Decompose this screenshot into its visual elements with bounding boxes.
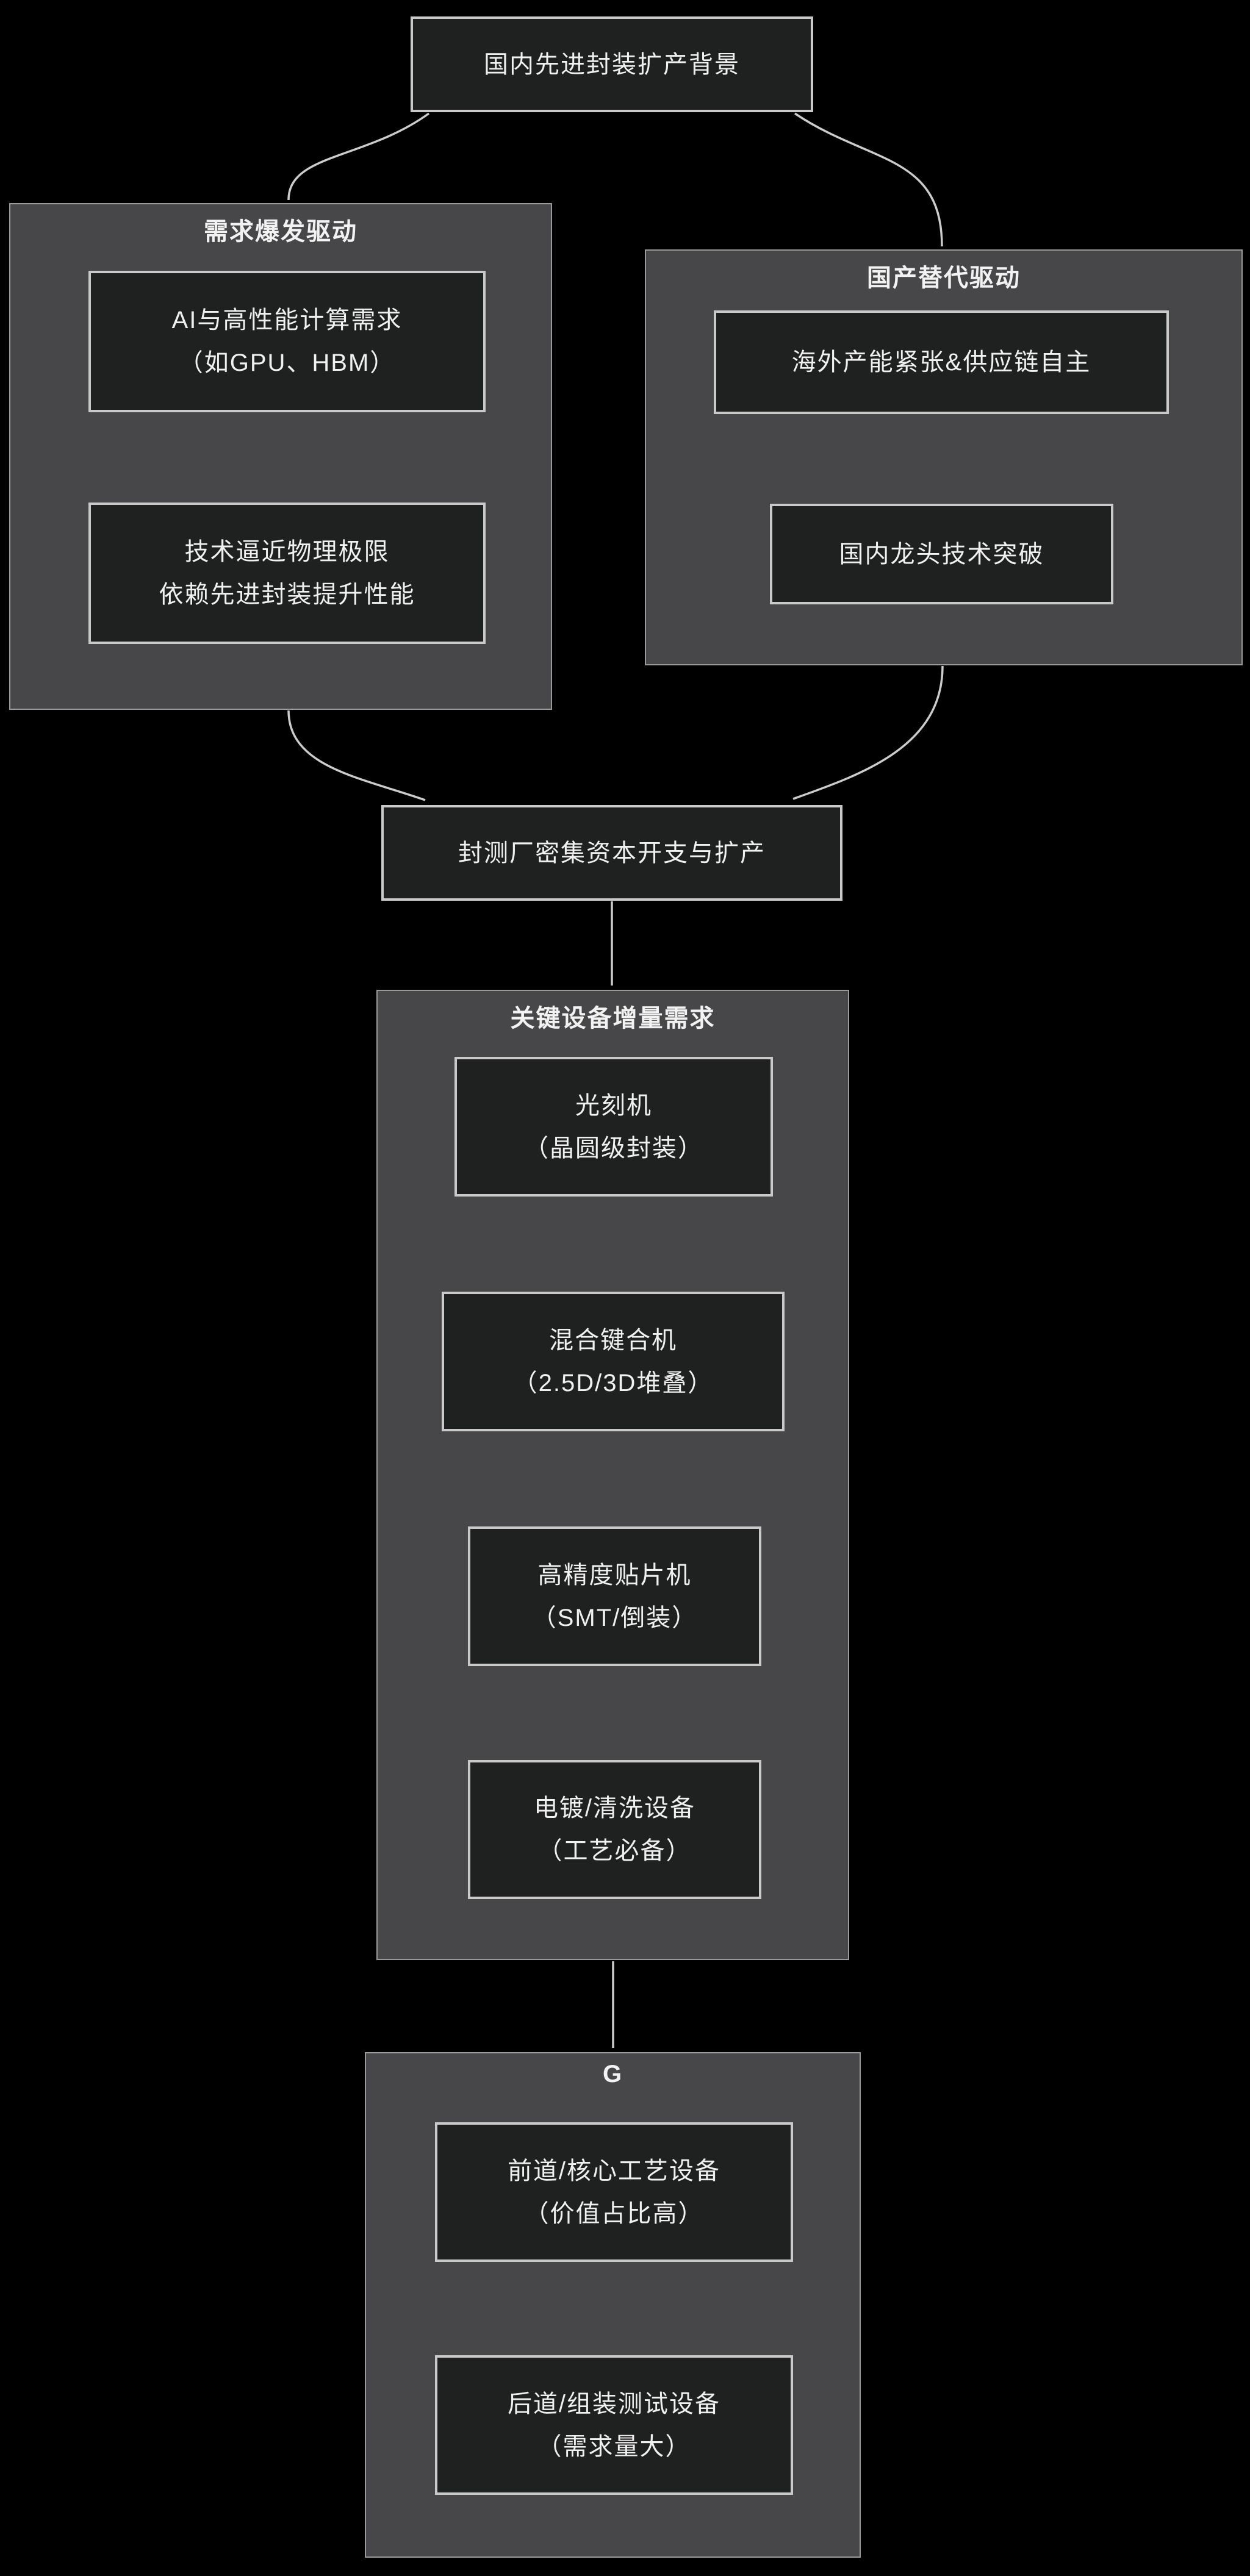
node-plating-cleaning-line1: 电镀/清洗设备 <box>533 1795 696 1822</box>
node-lithography-line2: （晶圆级封装） <box>524 1134 703 1162</box>
node-lithography-line1: 光刻机 <box>575 1092 652 1119</box>
node-capex-label: 封测厂密集资本开支与扩产 <box>458 839 766 867</box>
node-lithography: 光刻机 （晶圆级封装） <box>454 1057 773 1197</box>
node-pick-place-line1: 高精度贴片机 <box>537 1561 692 1589</box>
node-backend-equipment-line2: （需求量大） <box>537 2433 691 2460</box>
node-frontend-equipment-line1: 前道/核心工艺设备 <box>507 2157 721 2184</box>
cluster-g: G 前道/核心工艺设备 （价值占比高） 后道/组装测试设备 （需求量大） <box>365 2052 861 2558</box>
node-root-label: 国内先进封装扩产背景 <box>484 51 740 78</box>
node-plating-cleaning-line2: （工艺必备） <box>537 1837 692 1864</box>
node-root: 国内先进封装扩产背景 <box>411 16 813 112</box>
node-backend-equipment: 后道/组装测试设备 （需求量大） <box>435 2355 793 2495</box>
edge-domestic-to-capex <box>792 665 944 800</box>
cluster-g-title: G <box>602 2061 623 2088</box>
node-pick-place: 高精度贴片机 （SMT/倒装） <box>468 1526 761 1666</box>
node-domestic-breakthrough: 国内龙头技术突破 <box>770 504 1113 604</box>
node-plating-cleaning: 电镀/清洗设备 （工艺必备） <box>468 1760 761 1899</box>
node-frontend-equipment-line2: （价值占比高） <box>524 2200 704 2227</box>
node-physical-limit-line2: 依赖先进封装提升性能 <box>159 581 415 608</box>
node-overseas-capacity-line1: 海外产能紧张&供应链自主 <box>791 349 1091 376</box>
node-ai-hpc-demand-line1: AI与高性能计算需求 <box>171 307 403 334</box>
edge-root-to-domestic <box>794 112 943 247</box>
cluster-equipment-title: 关键设备增量需求 <box>510 1005 716 1032</box>
cluster-domestic-title: 国产替代驱动 <box>867 265 1021 292</box>
edge-root-to-demand <box>287 112 430 201</box>
node-frontend-equipment: 前道/核心工艺设备 （价值占比高） <box>435 2122 793 2262</box>
node-domestic-breakthrough-line1: 国内龙头技术突破 <box>839 540 1044 568</box>
node-capex: 封测厂密集资本开支与扩产 <box>381 805 842 901</box>
cluster-equipment: 关键设备增量需求 光刻机 （晶圆级封装） 混合键合机 （2.5D/3D堆叠） 高… <box>376 990 849 1960</box>
node-hybrid-bonder: 混合键合机 （2.5D/3D堆叠） <box>442 1292 785 1431</box>
cluster-demand: 需求爆发驱动 AI与高性能计算需求 （如GPU、HBM） 技术逼近物理极限 依赖… <box>9 203 552 710</box>
node-ai-hpc-demand-line2: （如GPU、HBM） <box>178 349 396 376</box>
node-overseas-capacity: 海外产能紧张&供应链自主 <box>714 310 1169 414</box>
edge-demand-to-capex <box>287 710 426 801</box>
node-physical-limit: 技术逼近物理极限 依赖先进封装提升性能 <box>88 503 486 644</box>
node-ai-hpc-demand: AI与高性能计算需求 （如GPU、HBM） <box>88 271 486 412</box>
node-backend-equipment-line1: 后道/组装测试设备 <box>507 2390 721 2417</box>
node-pick-place-line2: （SMT/倒装） <box>531 1604 698 1631</box>
cluster-domestic: 国产替代驱动 海外产能紧张&供应链自主 国内龙头技术突破 <box>645 249 1243 665</box>
node-physical-limit-line1: 技术逼近物理极限 <box>184 538 390 565</box>
node-hybrid-bonder-line1: 混合键合机 <box>549 1326 677 1354</box>
cluster-demand-title: 需求爆发驱动 <box>204 218 357 245</box>
node-hybrid-bonder-line2: （2.5D/3D堆叠） <box>512 1369 714 1397</box>
